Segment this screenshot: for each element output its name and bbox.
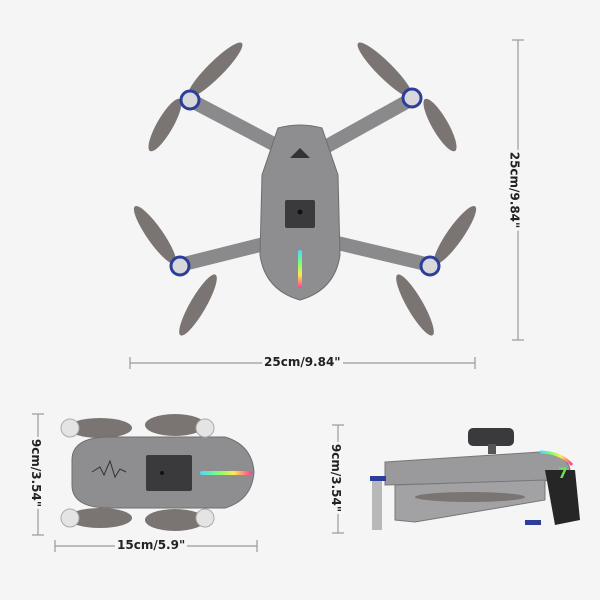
unfolded-height-label: 25cm/9.84": [507, 149, 522, 231]
folded-top-height-label: 9cm/3.54": [29, 436, 44, 510]
folded-side-height-label: 9cm/3.54": [329, 441, 344, 515]
unfolded-width-label: 25cm/9.84": [262, 355, 343, 369]
drone-folded-side-view: 7: [370, 428, 580, 530]
drone-folded-top-view: [60, 414, 255, 531]
drone-top-view-unfolded: [133, 42, 477, 336]
folded-top-length-label: 15cm/5.9": [115, 538, 188, 552]
svg-text:7: 7: [558, 466, 568, 482]
